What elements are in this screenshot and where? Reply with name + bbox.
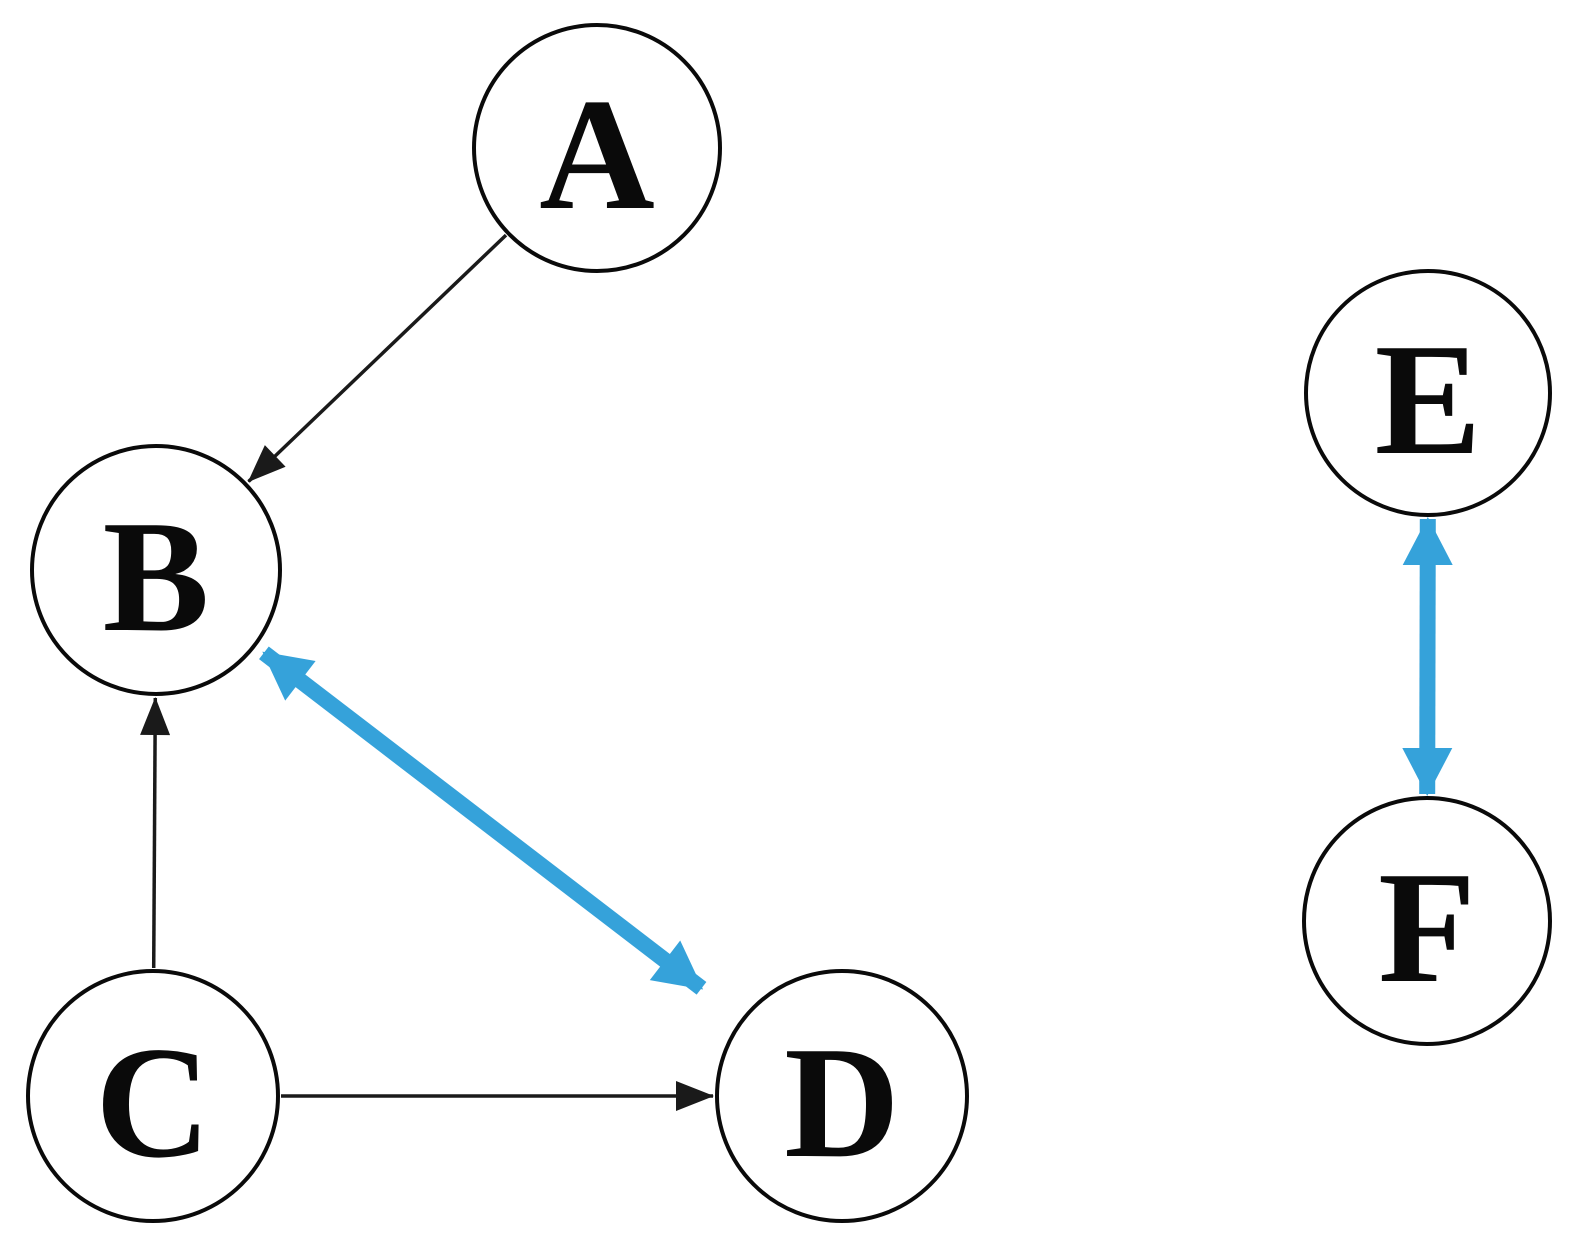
edge-B-D-bidirectional (259, 646, 707, 995)
node-D-label: D (784, 1013, 900, 1191)
node-E-circle (1304, 269, 1552, 517)
edge-A-B (247, 233, 508, 483)
node-A: A (472, 23, 722, 273)
node-B-label: B (103, 487, 210, 665)
nodes-layer: A B C D E F (26, 23, 1552, 1223)
node-C: C (26, 969, 280, 1223)
node-A-label: A (539, 65, 655, 243)
node-C-circle (26, 969, 280, 1223)
node-E: E (1304, 269, 1552, 517)
node-D-circle (715, 969, 969, 1223)
node-D: D (715, 969, 969, 1223)
edge-E-F-bidirectional (1402, 517, 1453, 796)
node-C-label: C (95, 1013, 211, 1191)
node-B-circle (30, 444, 282, 696)
node-F-circle (1302, 796, 1552, 1046)
node-F-label: F (1378, 838, 1476, 1016)
edge-C-B (140, 697, 171, 969)
node-F: F (1302, 796, 1552, 1046)
node-A-circle (472, 23, 722, 273)
edges-layer (140, 233, 1453, 1111)
node-E-label: E (1375, 310, 1482, 488)
node-B: B (30, 444, 282, 696)
